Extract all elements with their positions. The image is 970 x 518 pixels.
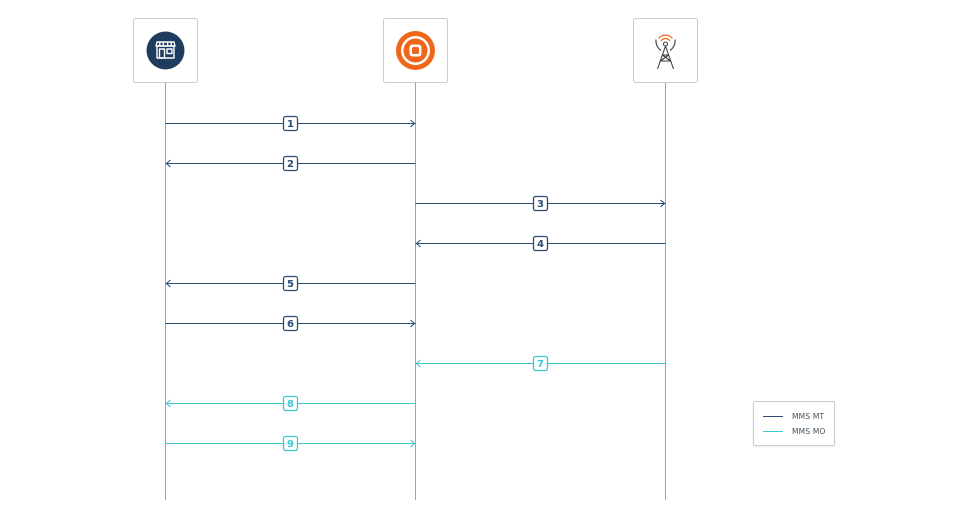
arrow-head	[415, 359, 421, 368]
step-badge	[282, 155, 299, 172]
legend-label-mo: MMS MO	[792, 426, 826, 436]
legend-swatch-mo	[763, 430, 783, 432]
messages: 1 2 3 4 5 6 7 8 9	[165, 115, 666, 452]
step-badge	[532, 195, 549, 212]
message-arrow: 3	[415, 195, 666, 212]
step-number: 1	[287, 119, 294, 130]
message-arrow: 4	[415, 235, 666, 252]
arrow-head	[165, 279, 171, 288]
message-arrow: 8	[165, 395, 416, 412]
step-number: 7	[537, 359, 544, 370]
legend-item-mo: MMS MO	[763, 425, 826, 437]
step-badge	[532, 355, 549, 372]
step-number: 6	[287, 319, 294, 330]
step-badge	[282, 115, 299, 132]
platform-logo-icon	[396, 31, 435, 70]
message-arrow: 1	[165, 115, 416, 132]
message-arrow: 7	[415, 355, 666, 372]
step-badge	[282, 395, 299, 412]
legend-label-mt: MMS MT	[792, 411, 825, 421]
arrow-head	[165, 159, 171, 168]
actor-carrier	[633, 18, 698, 83]
actor-storefront	[133, 18, 198, 83]
message-arrow: 9	[165, 435, 416, 452]
arrow-head	[165, 399, 171, 408]
step-number: 9	[287, 439, 294, 450]
step-number: 5	[287, 279, 294, 290]
arrow-head	[410, 119, 416, 128]
step-number: 2	[287, 159, 294, 170]
actor-platform	[383, 18, 448, 83]
arrow-head	[660, 199, 666, 208]
legend-swatch-mt	[763, 415, 783, 417]
step-badge	[532, 235, 549, 252]
legend: MMS MT MMS MO	[753, 401, 835, 446]
message-arrow: 5	[165, 275, 416, 292]
message-arrow: 2	[165, 155, 416, 172]
arrow-head	[410, 439, 416, 448]
step-badge	[282, 315, 299, 332]
message-arrow: 6	[165, 315, 416, 332]
step-badge	[282, 435, 299, 452]
step-number: 3	[537, 199, 544, 210]
step-badge	[282, 275, 299, 292]
arrow-head	[415, 239, 421, 248]
storefront-icon	[146, 31, 185, 70]
step-number: 4	[537, 239, 544, 250]
legend-item-mt: MMS MT	[763, 410, 824, 422]
cell-tower-icon	[655, 34, 676, 70]
step-number: 8	[287, 399, 294, 410]
arrow-head	[410, 319, 416, 328]
